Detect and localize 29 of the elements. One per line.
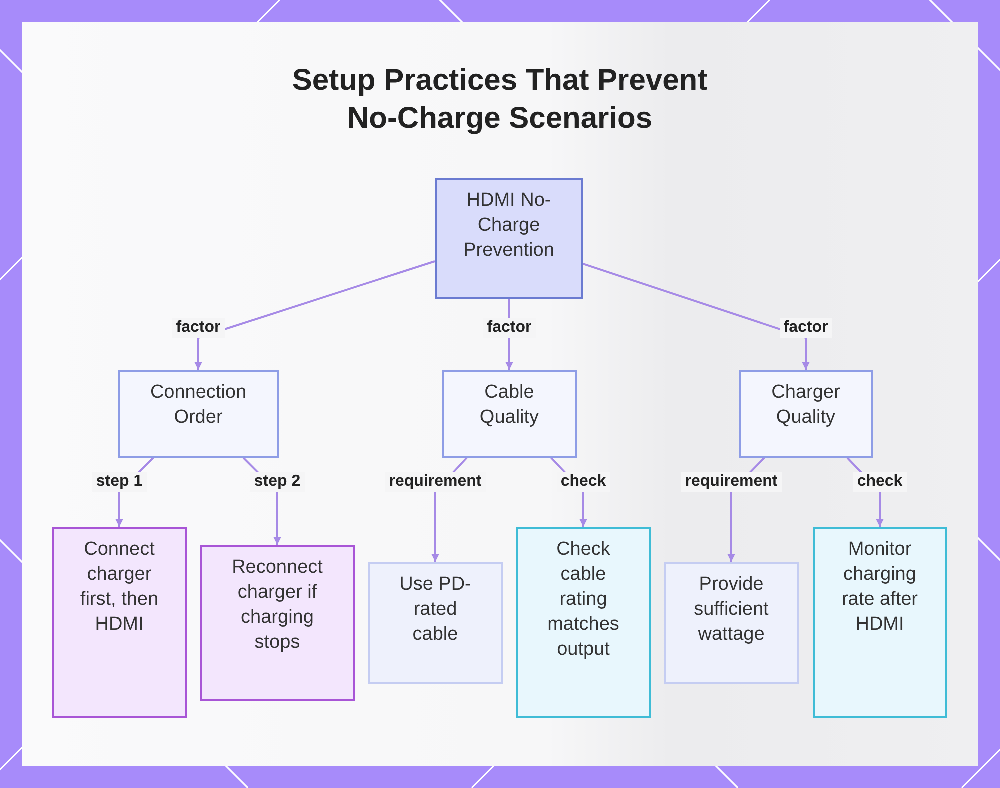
- process-box: [516, 527, 651, 718]
- edge-label: check: [853, 472, 907, 492]
- arrow: [194, 260, 436, 370]
- edge-label: factor: [172, 318, 225, 338]
- process-box: [118, 370, 279, 458]
- process-box: [664, 562, 799, 684]
- edge-label: step 2: [250, 472, 305, 492]
- node-text: Provide sufficient wattage: [693, 573, 770, 647]
- edge-label: factor: [780, 318, 832, 338]
- process-box: [52, 527, 187, 718]
- process-box: [813, 527, 947, 718]
- process-box: [739, 370, 873, 458]
- node-text: Check cable rating matches output: [546, 538, 620, 662]
- process-box: [442, 370, 577, 458]
- process-box: [200, 545, 355, 701]
- node-text: Charger Quality: [770, 381, 842, 430]
- node-text: Cable Quality: [478, 381, 540, 430]
- node-text: HDMI No-Charge Prevention: [462, 189, 556, 263]
- title: Setup Practices That Prevent No-Charge Scenarios: [291, 63, 709, 137]
- edge-label: step 1: [92, 472, 147, 492]
- edge-label: requirement: [681, 472, 782, 492]
- node-text: Reconnect charger if charging stops: [231, 556, 324, 655]
- process-box: [368, 562, 503, 684]
- node-text: Use PD-rated cable: [398, 573, 472, 647]
- node-text: Connect charger first, then HDMI: [79, 538, 160, 637]
- arrow: [582, 262, 810, 370]
- process-box: [435, 178, 583, 299]
- node-text: Monitor charging rate after HDMI: [840, 538, 920, 637]
- node-text: Connection Order: [149, 381, 248, 430]
